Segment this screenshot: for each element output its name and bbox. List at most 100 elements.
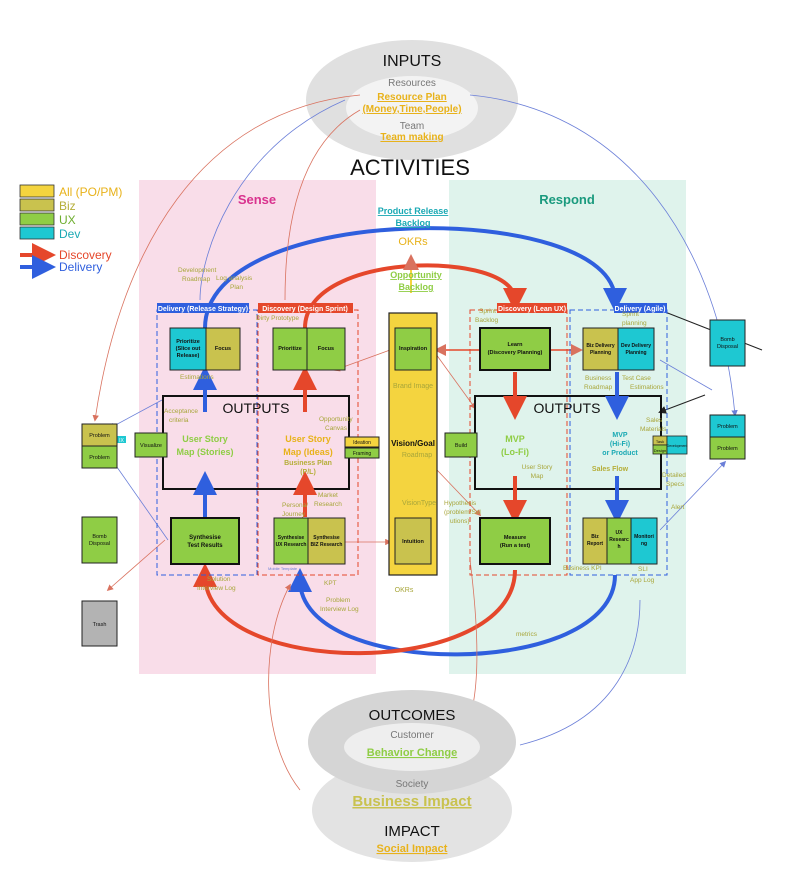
center-roadmap-label: Roadmap xyxy=(402,452,432,459)
measure-box[interactable] xyxy=(479,517,551,565)
problem-right-bottom-box[interactable] xyxy=(709,436,746,460)
bomb-disposal-left-box[interactable] xyxy=(81,516,118,564)
development-roadmap-line2: Roadmap xyxy=(182,276,211,283)
activities-title: ACTIVITIES xyxy=(350,155,470,180)
bomb-disposal-right-box[interactable] xyxy=(709,319,746,367)
thin-flow-1 xyxy=(92,94,361,422)
prioritize-sprint-label: Prioritize xyxy=(278,346,302,352)
visualize-box[interactable] xyxy=(134,432,168,458)
synthesise-ux-box[interactable] xyxy=(273,517,309,565)
thin-flow-16 xyxy=(436,469,482,517)
story-map-stories-line1: User Story xyxy=(182,434,228,444)
synthesise-test-line1: Synthesise xyxy=(189,535,221,541)
thin-flow-9 xyxy=(108,399,163,429)
delivery-agile-header: Delivery (Agile) xyxy=(615,306,666,313)
synthesise-biz-box[interactable] xyxy=(307,517,346,565)
legend-swatch-dev xyxy=(19,226,55,240)
intuition-box[interactable] xyxy=(394,517,432,565)
synthesise-ux-line1: Synthesise xyxy=(278,535,305,541)
team-label: Team xyxy=(400,121,424,132)
inspiration-box[interactable] xyxy=(394,327,432,371)
inputs-title: INPUTS xyxy=(383,53,442,70)
test-case-label: Test Case xyxy=(622,375,651,382)
outputs-right-title: OUTPUTS xyxy=(534,400,601,416)
mvp-hifi-line2: (Hi-Fi) xyxy=(610,441,630,448)
thin-flow-3 xyxy=(199,99,346,301)
focus-release-box[interactable] xyxy=(205,327,241,371)
thin-flow-15 xyxy=(432,349,476,410)
mvp-hifi-line3: or Product xyxy=(602,450,638,457)
development-label: Development xyxy=(667,444,688,448)
biz-delivery-planning-box[interactable] xyxy=(582,327,619,371)
app-log-label: App Log xyxy=(630,577,655,584)
development-box[interactable] xyxy=(666,435,688,455)
resource-plan-detail: (Money,Time,People) xyxy=(362,104,461,115)
opportunity-label: Opportunity xyxy=(390,270,442,280)
problem-left-bottom-box[interactable] xyxy=(81,445,118,469)
visualize-label: Visualize xyxy=(140,443,162,449)
persona-journey-line1: Persona/ xyxy=(282,502,308,509)
ideation-box[interactable] xyxy=(344,436,380,448)
thin-flow-4 xyxy=(284,109,361,301)
dev-delivery-planning-box[interactable] xyxy=(617,327,655,371)
business-roadmap-line2: Roadmap xyxy=(584,384,613,391)
bomb-disposal-right-line2: Disposal xyxy=(717,344,738,350)
impact-title: IMPACT xyxy=(384,823,440,840)
focus-sprint-label: Focus xyxy=(318,346,334,352)
ux-research-box[interactable] xyxy=(606,517,632,565)
prioritize-sprint-box[interactable] xyxy=(272,327,308,371)
framing-label: Framing xyxy=(353,451,372,457)
learn-line1: Learn xyxy=(508,342,524,348)
ix-tag xyxy=(117,436,126,443)
ux-research-line1: UX xyxy=(616,530,624,536)
sprint-planning-line1: Sprint xyxy=(622,311,639,318)
framing-box[interactable] xyxy=(344,447,380,459)
bomb-disposal-left-line1: Bomb xyxy=(92,534,106,540)
problem-mid-label: Problem xyxy=(326,597,350,604)
sprint-backlog-line2: Backlog xyxy=(475,317,499,324)
user-story-map-line1: User Story xyxy=(522,464,553,471)
dirty-prototype-label: Dirty Prototype xyxy=(256,315,299,322)
legend-discovery: Discovery xyxy=(59,248,112,262)
dev-delivery-line2: Planning xyxy=(625,350,646,356)
problem-right-top-label: Problem xyxy=(717,424,738,430)
market-research-line1: Market xyxy=(318,492,338,499)
respond-label: Respond xyxy=(539,192,595,207)
persona-journey-line2: Journey xyxy=(282,511,306,518)
sales-flow-label: Sales Flow xyxy=(592,466,629,473)
prioritize-release-line3: Release) xyxy=(177,353,200,359)
hypothesis-line2: (problem/Sol xyxy=(444,509,481,516)
mvp-hifi-line1: MVP xyxy=(612,432,628,439)
monitoring-line1: Monitori xyxy=(634,534,654,540)
legend-delivery: Delivery xyxy=(59,260,102,274)
legend-swatch-biz xyxy=(19,198,55,212)
trash-box[interactable] xyxy=(81,600,118,647)
biz-delivery-line1: Biz Delivery xyxy=(586,343,615,349)
mvp-lofi-line1: MVP xyxy=(505,434,525,444)
plan-label: Plan xyxy=(230,284,243,291)
resource-plan: Resource Plan xyxy=(377,92,446,103)
monitoring-line2: ng xyxy=(641,541,647,547)
delivery-bottom-arc xyxy=(288,568,617,657)
learn-box[interactable] xyxy=(479,327,551,371)
product-backlog-label: Backlog xyxy=(395,218,430,228)
story-map-stories-line2: Map (Stories) xyxy=(176,447,233,457)
opportunity-canvas-line1: Opportunity xyxy=(319,416,353,423)
focus-sprint-box[interactable] xyxy=(306,327,346,371)
estimations-right-label: Estimations xyxy=(630,384,664,391)
thin-flow-5 xyxy=(268,583,301,791)
task-label: Task xyxy=(656,439,664,444)
build-box[interactable] xyxy=(444,432,478,458)
respond-panel xyxy=(449,180,686,674)
monitoring-box[interactable] xyxy=(630,517,658,565)
okrs-label: OKRs xyxy=(398,236,428,248)
learn-line2: (Discovery Planning) xyxy=(488,350,543,356)
vision-goal-label: Vision/Goal xyxy=(391,439,435,448)
synthesise-test-box[interactable] xyxy=(170,517,240,565)
business-plan-line2: (P/L) xyxy=(300,469,316,476)
inspiration-label: Inspiration xyxy=(399,346,428,352)
prioritize-release-box[interactable] xyxy=(169,327,207,371)
sprint-planning-line2: planning xyxy=(622,320,647,327)
